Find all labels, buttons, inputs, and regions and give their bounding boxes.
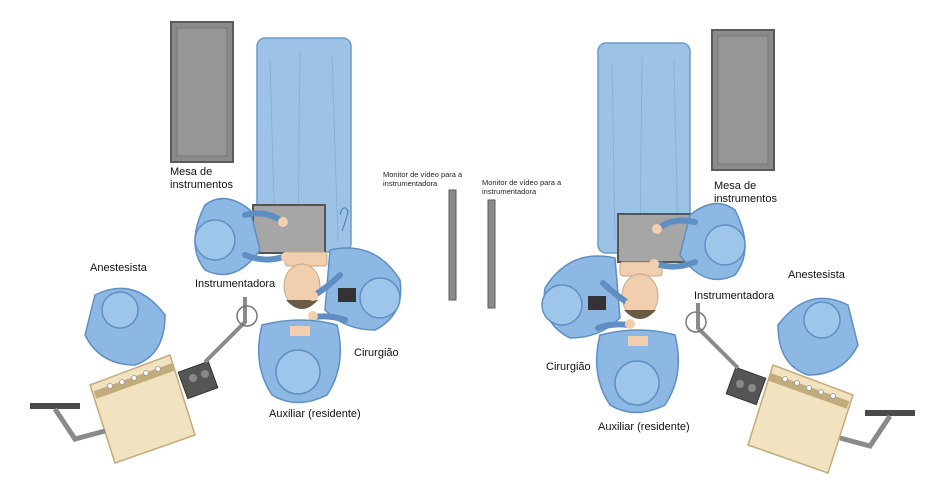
left-label-mesa: Mesa de instrumentos <box>170 166 233 191</box>
left-anesthetist <box>84 287 166 366</box>
left-label-cirurgiao: Cirurgião <box>354 347 399 359</box>
left-patient <box>283 251 328 309</box>
right-monitor-arm <box>839 410 915 449</box>
right-anesthesia-cart <box>747 364 854 474</box>
right-setup <box>487 29 915 474</box>
left-setup <box>30 21 457 464</box>
left-surgeon <box>308 247 402 331</box>
right-patient <box>619 261 663 319</box>
left-monitor-arm <box>30 403 106 442</box>
right-label-mesa: Mesa de instrumentos <box>714 180 777 205</box>
left-video-monitor <box>448 189 457 301</box>
right-label-monitor: Monitor de vídeo para a instrumentadora <box>482 178 562 196</box>
left-label-auxiliar: Auxiliar (residente) <box>269 408 361 420</box>
right-label-instrumentadora: Instrumentadora <box>694 290 775 302</box>
left-assistant <box>257 319 342 404</box>
right-surgeon <box>541 255 635 339</box>
left-label-monitor: Monitor de vídeo para a instrumentadora <box>383 170 463 188</box>
right-equipment <box>685 303 767 406</box>
right-label-cirurgiao: Cirurgião <box>546 361 591 373</box>
right-scrub-nurse <box>649 202 746 281</box>
right-label-anestesista: Anestesista <box>788 269 845 281</box>
left-anesthesia-cart <box>89 354 196 464</box>
left-label-instrumentadora: Instrumentadora <box>195 278 276 290</box>
left-table-monitor <box>252 204 326 254</box>
right-anesthetist <box>777 297 859 376</box>
left-scrub-nurse <box>194 197 291 276</box>
right-video-monitor <box>487 199 496 309</box>
left-label-anestesista: Anestesista <box>90 262 147 274</box>
right-assistant <box>595 329 680 414</box>
right-label-auxiliar: Auxiliar (residente) <box>598 421 690 433</box>
left-equipment <box>177 297 258 400</box>
